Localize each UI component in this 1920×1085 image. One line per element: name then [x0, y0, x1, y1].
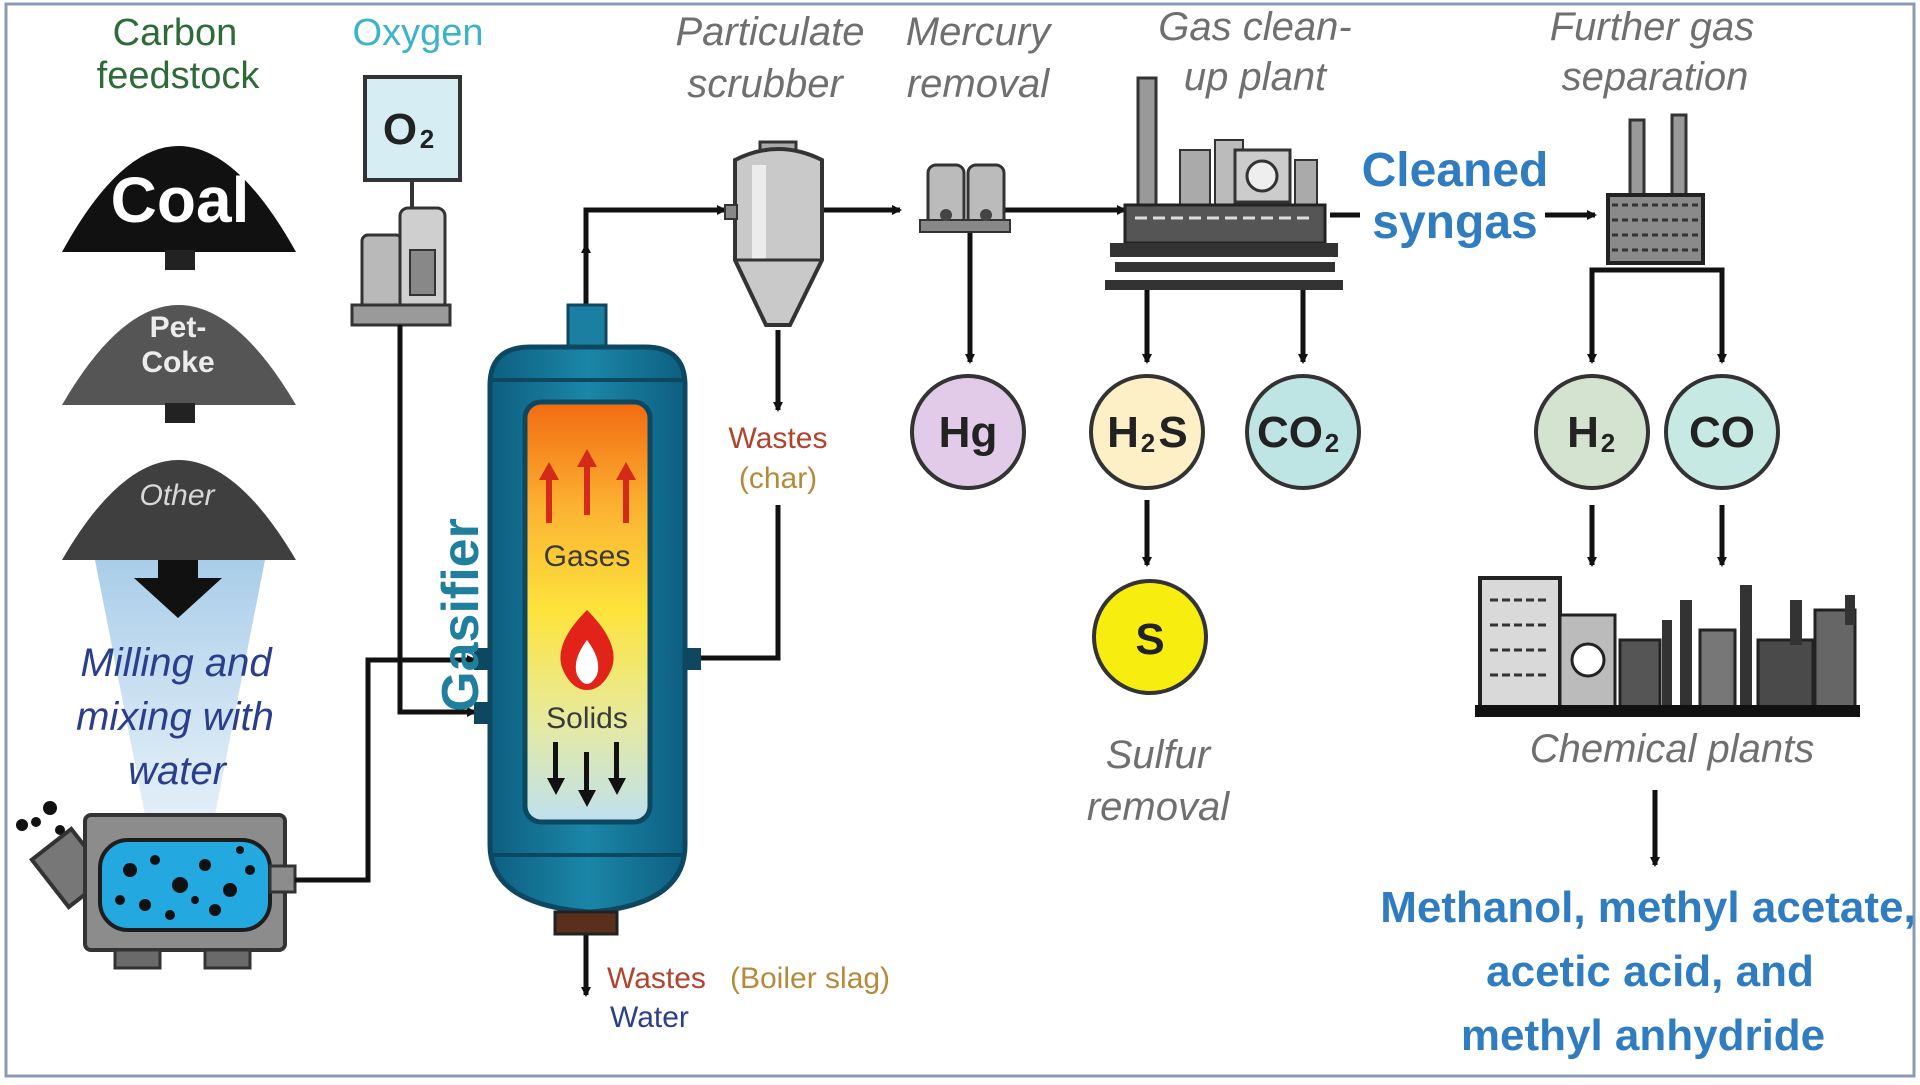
- h2s-label-main: H: [1107, 408, 1139, 457]
- boiler-slag-label: (Boiler slag): [730, 962, 890, 995]
- gas-up-arrows: [539, 449, 636, 523]
- solids-down-arrows: [547, 742, 626, 807]
- flame-icon: [560, 610, 614, 690]
- feedstock-title-line1: Carbon: [113, 12, 238, 54]
- h2s-label-end: S: [1158, 408, 1187, 457]
- oxygen-box-sub: 2: [420, 124, 434, 154]
- particulate-scrubber: Particulate scrubber Wastes (char): [676, 10, 865, 495]
- co2-circle: [1245, 374, 1361, 490]
- h2-label-sub: 2: [1601, 428, 1615, 458]
- chemical-plants-label: Chemical plants: [1530, 727, 1815, 771]
- coal-mound: [62, 146, 296, 252]
- products-line1: Methanol, methyl acetate,: [1380, 883, 1915, 932]
- sulfur-circle: [1092, 579, 1208, 695]
- cleanup-title-line2: up plant: [1184, 55, 1328, 99]
- milling-line2: mixing with: [76, 695, 274, 739]
- coal-label: Coal: [111, 164, 250, 236]
- char-label: (char): [739, 462, 817, 495]
- petcoke-mound: [62, 305, 296, 405]
- separation-unit-icon: [1606, 113, 1705, 265]
- gasifier-wastes-label: Wastes: [607, 962, 706, 995]
- milling-line1: Milling and: [80, 641, 273, 685]
- mixer-icon: [16, 801, 297, 970]
- h2s-label-sub: 2: [1141, 428, 1155, 458]
- mercury-removal: Mercury removal Hg: [906, 10, 1053, 490]
- petcoke-label-line1: Pet-: [150, 311, 207, 344]
- other-mound: [62, 460, 296, 560]
- chemical-plant-icon: [1475, 576, 1860, 717]
- gases-label: Gases: [544, 540, 631, 573]
- frame-border: [4, 2, 1916, 1078]
- separation-title-line1: Further gas: [1550, 5, 1755, 49]
- gas-cleanup-plant: Gas clean- up plant H 2 S CO 2 S Sulfur …: [1087, 5, 1361, 829]
- syngas-line1: Cleaned: [1362, 144, 1549, 197]
- petcoke-label-line2: Coke: [141, 346, 214, 379]
- other-label: Other: [139, 479, 215, 512]
- oxygen-box-main: O: [383, 105, 417, 154]
- mercury-title-line2: removal: [907, 62, 1050, 106]
- cleanup-title-line1: Gas clean-: [1158, 5, 1351, 49]
- oxygen-group: Oxygen O 2: [350, 12, 484, 327]
- feedstock-group: Carbon feedstock Coal Pet- Coke Other Mi…: [16, 12, 297, 970]
- separation-title-line2: separation: [1562, 55, 1749, 99]
- hg-label: Hg: [939, 408, 998, 457]
- down-arrow-icon: [134, 560, 222, 618]
- co2-label-main: CO: [1257, 408, 1323, 457]
- products-line2: acetic acid, and: [1486, 947, 1814, 996]
- milling-line3: water: [128, 749, 227, 793]
- syngas-line2: syngas: [1372, 196, 1537, 249]
- air-separation-unit-icon: [350, 206, 452, 327]
- gasifier: Gases Solids Gasifier: [432, 303, 701, 936]
- scrubber-title-line1: Particulate: [676, 10, 865, 54]
- feedstock-title-line2: feedstock: [97, 55, 261, 97]
- mercury-title-line1: Mercury: [906, 10, 1053, 54]
- cyclone-icon: [724, 140, 824, 327]
- hg-circle: [910, 374, 1026, 490]
- products-line3: methyl anhydride: [1461, 1011, 1825, 1060]
- co-label: CO: [1689, 408, 1755, 457]
- milling-beam: [95, 560, 265, 815]
- coal-connector: [165, 250, 195, 270]
- flow-lines: [295, 205, 1727, 997]
- solids-label: Solids: [546, 702, 628, 735]
- sulfur-circle-label: S: [1135, 615, 1164, 664]
- h2-circle: [1534, 374, 1650, 490]
- co2-label-sub: 2: [1325, 428, 1339, 458]
- scrubber-wastes-label: Wastes: [729, 422, 828, 455]
- sulfur-removal-line1: Sulfur: [1106, 733, 1212, 777]
- oxygen-title: Oxygen: [353, 12, 484, 54]
- co-circle: [1664, 374, 1780, 490]
- h2-label-main: H: [1567, 408, 1599, 457]
- chemical-plants: Chemical plants Methanol, methyl acetate…: [1380, 576, 1916, 1060]
- sulfur-removal-line2: removal: [1087, 785, 1230, 829]
- gas-separation: Further gas separation H 2 CO: [1534, 5, 1780, 490]
- cleanup-plant-icon: [1105, 76, 1343, 290]
- scrubber-title-line2: scrubber: [687, 62, 844, 106]
- h2s-circle: [1089, 374, 1205, 490]
- water-label: Water: [610, 1001, 689, 1034]
- mercury-unit-icon: [919, 163, 1011, 233]
- gasifier-label: Gasifier: [432, 518, 490, 712]
- petcoke-connector: [165, 403, 195, 423]
